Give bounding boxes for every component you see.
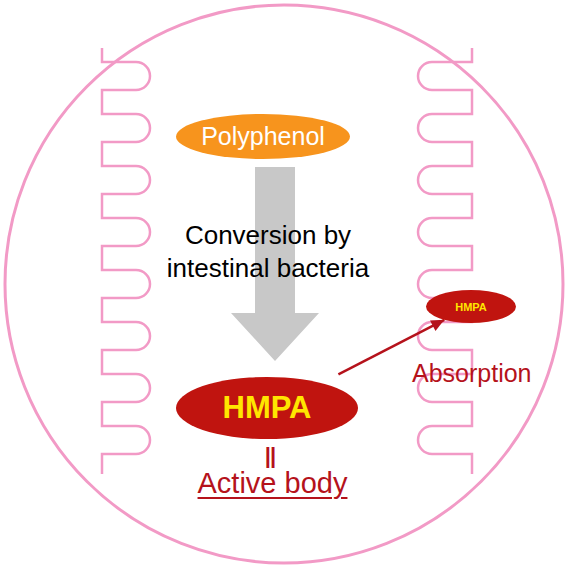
ellipse-fill	[426, 290, 516, 323]
intestine-circle	[5, 5, 563, 563]
active-body-label: Active body	[160, 466, 385, 500]
node-text: HMPA	[223, 390, 312, 426]
ellipse-fill	[176, 377, 358, 439]
node-text: Polyphenol	[201, 122, 325, 151]
equals-mark: ||	[240, 443, 300, 469]
conversion-label: Conversion by intestinal bacteria	[148, 219, 388, 285]
hmpa-small-ellipse: HMPA	[426, 290, 516, 323]
polyphenol-ellipse: Polyphenol	[176, 114, 350, 159]
villi-left	[102, 48, 150, 474]
absorption-label: Absorption	[412, 358, 562, 388]
arrow-head	[430, 320, 444, 331]
hmpa-ellipse: HMPA	[176, 377, 358, 439]
villi-right	[418, 48, 472, 474]
node-text: HMPA	[455, 301, 487, 313]
ellipse-fill	[176, 114, 350, 159]
